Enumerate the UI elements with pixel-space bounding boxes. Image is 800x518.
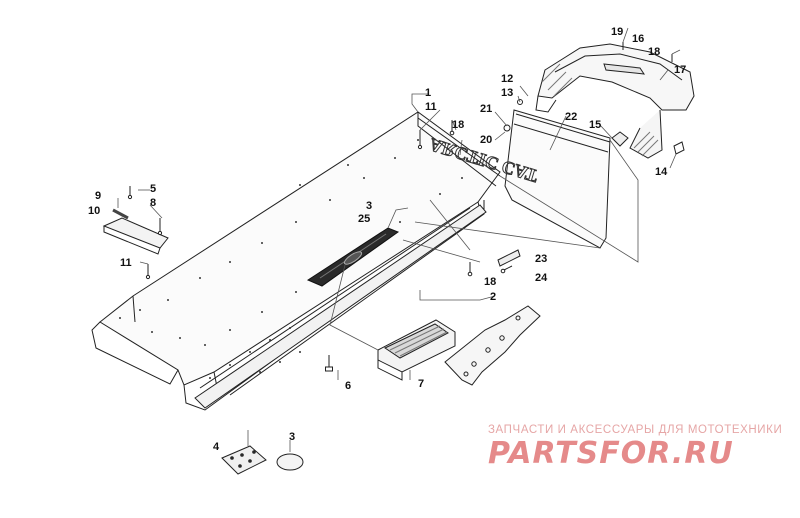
patch-plate-4 — [221, 445, 267, 475]
callout-11-top: 11 — [425, 101, 437, 113]
spring-9 — [112, 208, 129, 220]
callout-6: 6 — [345, 380, 351, 392]
bolt-18-lower — [467, 262, 513, 277]
callout-13: 13 — [501, 87, 513, 99]
plate-23 — [497, 249, 521, 267]
callout-20: 20 — [480, 134, 492, 146]
callout-12: 12 — [501, 73, 513, 85]
callout-16: 16 — [632, 33, 644, 45]
callout-8: 8 — [150, 197, 156, 209]
callout-7: 7 — [418, 378, 424, 390]
callout-19: 19 — [611, 26, 623, 38]
callout-3-lower: 3 — [289, 431, 295, 443]
watermark-logo: PARTSFOR.RU — [488, 436, 734, 471]
watermark-tagline: ЗАПЧАСТИ И АКСЕССУАРЫ ДЛЯ МОТОТЕХНИКИ — [488, 424, 783, 436]
callout-24: 24 — [535, 272, 548, 284]
bumper-hardware — [503, 42, 685, 155]
callout-labels: 1 2 3 3 4 5 6 7 8 9 10 11 11 12 13 14 15… — [88, 26, 686, 453]
callout-15: 15 — [589, 119, 601, 131]
callout-14: 14 — [655, 166, 668, 178]
decal-3-lower — [276, 453, 304, 471]
callout-18-low: 18 — [484, 276, 496, 288]
callout-17: 17 — [674, 64, 686, 76]
callout-9: 9 — [95, 190, 101, 202]
running-board — [194, 204, 487, 409]
step-plate — [377, 319, 456, 381]
callout-22: 22 — [565, 111, 577, 123]
callout-1: 1 — [425, 87, 431, 99]
callout-11-left: 11 — [120, 257, 132, 269]
callout-21: 21 — [480, 103, 492, 115]
bracket-10 — [102, 217, 169, 255]
bracket-2 — [444, 305, 541, 386]
tread-strip — [306, 227, 400, 287]
clip-15 — [611, 131, 629, 147]
callout-5: 5 — [150, 183, 156, 195]
tunnel-holes — [119, 139, 463, 379]
callout-10: 10 — [88, 205, 100, 217]
bolt-6 — [325, 355, 333, 372]
bumper-assembly — [535, 43, 695, 159]
leader-lines — [117, 27, 681, 452]
callout-3-upper: 3 — [366, 200, 372, 212]
callout-4: 4 — [213, 441, 220, 453]
callout-2: 2 — [490, 291, 496, 303]
callout-18-mid: 18 — [452, 119, 464, 131]
bolts-left — [127, 120, 455, 280]
callout-25: 25 — [358, 213, 370, 225]
callout-23: 23 — [535, 253, 547, 265]
callout-18-top: 18 — [648, 46, 660, 58]
